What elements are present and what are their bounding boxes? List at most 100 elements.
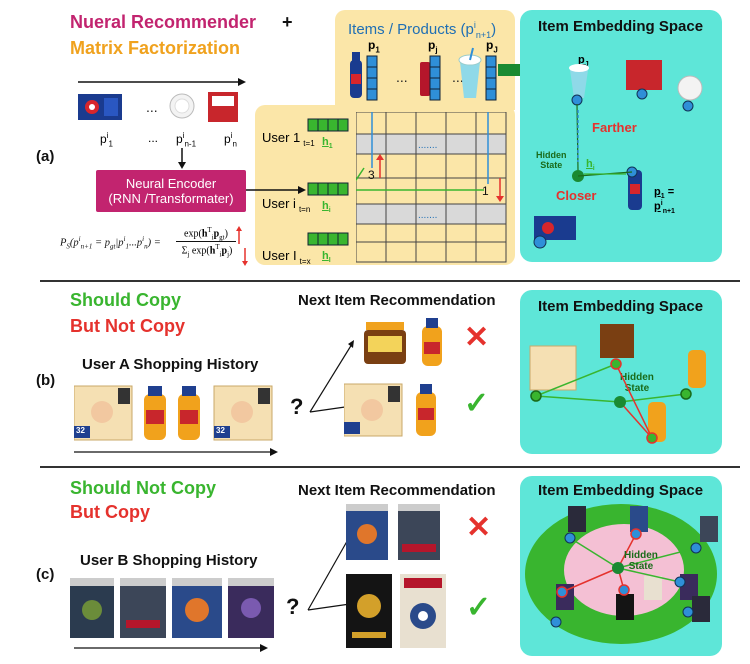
movie-poster-icon-3 <box>172 578 222 638</box>
panel-b-next-title: Next Item Recommendation <box>298 292 496 309</box>
panel-b-option-1 <box>360 316 450 368</box>
movie-poster-icon-6 <box>398 504 440 560</box>
cups-pack-icon <box>208 92 238 122</box>
embed-b-graph <box>520 290 722 454</box>
embed-point-cups <box>637 89 647 99</box>
juice-bottle-icon-3 <box>422 318 442 366</box>
embed-c-point-hidden <box>612 562 624 574</box>
encoder-arrow <box>176 148 188 170</box>
encoder-line2: (RNN /Transformater) <box>96 191 246 206</box>
panel-c-cross-icon: ✕ <box>466 510 491 545</box>
embed-b-point-juice-2 <box>647 433 657 443</box>
embed-b-jar-icon <box>600 324 634 358</box>
user-i-vector <box>308 183 348 195</box>
panel-b-question: ? <box>290 394 303 420</box>
separator-2 <box>40 466 740 468</box>
embed-b-point-jar <box>611 359 621 369</box>
embed-b-point-diaper <box>531 391 541 401</box>
embedding-space-b: Item Embedding Space Hidden State <box>520 290 722 454</box>
panel-c-title-line1: Should Not Copy <box>70 478 216 499</box>
history-label-n: pin <box>224 131 237 148</box>
items-dots: ... <box>396 69 408 85</box>
embed-c-point-8 <box>551 617 561 627</box>
encoder-line1: Neural Encoder <box>96 176 246 191</box>
diaper-count-2: 32 <box>216 426 225 435</box>
history-arrow <box>78 76 248 88</box>
panel-c-label: (c) <box>36 566 54 583</box>
panel-c-option-1 <box>346 504 442 564</box>
item-embedding-J <box>486 56 496 100</box>
h1-label: h1 <box>322 136 333 150</box>
pepsi-pack-icon <box>78 94 122 120</box>
item-embedding-1 <box>367 56 377 100</box>
matrix-value-1: 1 <box>482 184 489 198</box>
pepsi-bottle-icon <box>350 52 362 98</box>
item-label-J: pJ <box>486 38 498 54</box>
panel-c-history-items <box>70 576 280 642</box>
movie-poster-icon-7 <box>346 574 392 648</box>
embed-point-plate <box>683 101 693 111</box>
juice-bottle-icon <box>144 386 166 440</box>
embed-a-graph <box>520 10 722 262</box>
juice-bottle-icon-4 <box>416 384 436 436</box>
movie-poster-icon-8 <box>400 574 446 648</box>
panel-b-title-line1: Should Copy <box>70 290 181 311</box>
panel-b-history-items <box>74 378 284 450</box>
formula-numerator: exp(hTipgt) <box>176 226 236 242</box>
embed-b-juice-icon-1 <box>688 350 706 388</box>
panel-b-cross-icon: ✕ <box>464 320 489 355</box>
encoder-to-user-arrow <box>246 184 306 196</box>
matrix-dots-top: ....... <box>418 140 437 151</box>
history-dots: ... <box>146 99 158 115</box>
embedding-space-a: Item Embedding Space Farther Closer Hidd… <box>520 10 722 262</box>
milkshake-icon <box>459 48 481 98</box>
panel-b-check-icon: ✓ <box>464 386 489 421</box>
panel-a-title-line1: Nueral Recommender <box>70 12 256 33</box>
panel-b-label: (b) <box>36 372 55 389</box>
panel-a-label: (a) <box>36 148 54 165</box>
separator-1 <box>40 280 740 282</box>
movie-poster-icon-2 <box>120 578 166 638</box>
embedding-space-c: Item Embedding Space <box>520 476 722 656</box>
item-label-1: p1 <box>368 38 380 54</box>
panel-c-question: ? <box>286 594 299 620</box>
items-header: Items / Products (pin+1) <box>348 20 496 40</box>
milkshake-embed-icon <box>569 64 589 98</box>
history-label-1: pi1 <box>100 131 113 148</box>
panel-b-history-title: User A Shopping History <box>82 356 258 373</box>
embed-c-point-5 <box>557 587 567 597</box>
embed-c-point-7 <box>683 607 693 617</box>
item-label-j: pj <box>428 38 438 54</box>
movie-poster-icon-5 <box>346 504 388 560</box>
embed-c-hidden-state: Hidden State <box>624 550 658 572</box>
embed-b-point-juice-1 <box>681 389 691 399</box>
embed-b-point-hidden <box>614 396 626 408</box>
history-dots-label: ... <box>148 131 158 145</box>
embed-c-point-6 <box>619 585 629 595</box>
neural-encoder-box: Neural Encoder (RNN /Transformater) <box>96 170 246 212</box>
item-embedding-j <box>430 56 440 100</box>
baby-food-jar-icon <box>364 322 406 364</box>
plate-embed-icon <box>678 76 702 100</box>
panel-a-title-line2: Matrix Factorization <box>70 38 240 59</box>
embed-c-graph <box>520 476 722 656</box>
history-label-n-1: pin-1 <box>176 131 196 148</box>
panel-b-option-2 <box>344 380 444 440</box>
juice-bottle-icon-2 <box>178 386 200 440</box>
cups-embed-icon <box>626 60 662 90</box>
softmax-formula: PS(pin+1 = pgt|pi1...pin) = <box>60 235 161 251</box>
embed-point-pepsi-pack <box>534 236 546 248</box>
panel-c-next-title: Next Item Recommendation <box>298 482 496 499</box>
panel-c-option-2 <box>346 574 446 652</box>
embed-c-point-2 <box>631 529 641 539</box>
panel-c-history-arrow <box>74 642 274 654</box>
embed-c-point-3 <box>691 543 701 553</box>
embed-c-point-1 <box>565 533 575 543</box>
panel-c-history-title: User B Shopping History <box>80 552 258 569</box>
product-j-icon <box>420 62 430 96</box>
user-1-vector <box>308 119 348 131</box>
embed-point-pJ <box>572 95 582 105</box>
hI-label: hI <box>322 250 331 264</box>
diaper-pack-icon-3 <box>344 384 402 436</box>
